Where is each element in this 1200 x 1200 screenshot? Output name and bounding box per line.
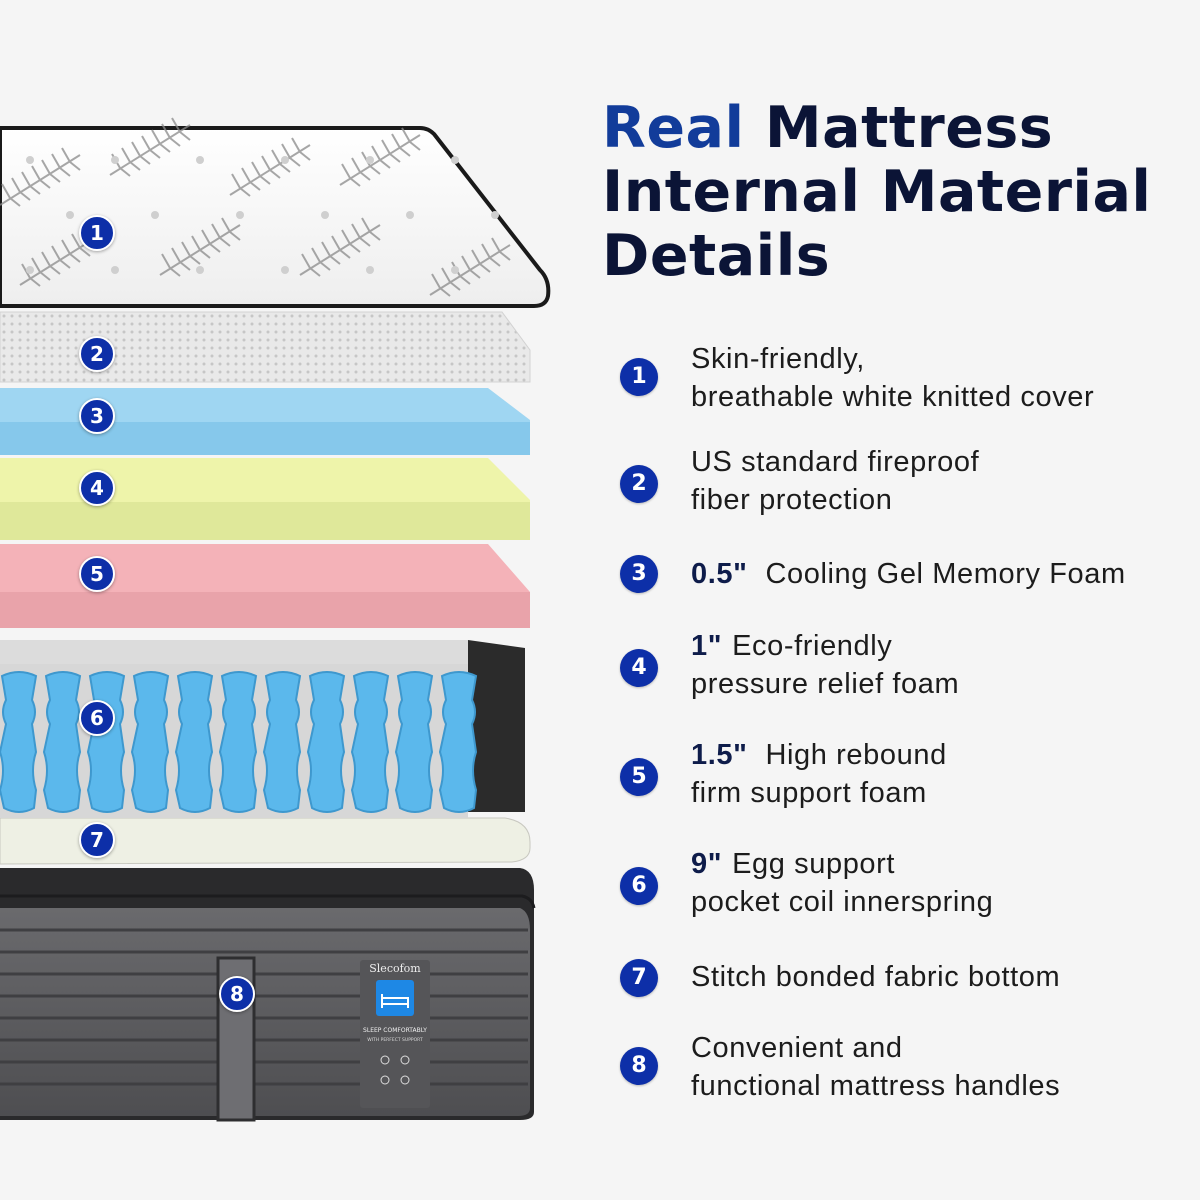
tuft <box>366 156 374 164</box>
feature-number-badge: 6 <box>620 867 658 905</box>
layer-badge-4: 4 <box>79 470 115 506</box>
pocket-coil <box>262 671 302 813</box>
feature-item-6: 6 9" Egg support pocket coil innerspring <box>620 845 1190 925</box>
feature-item-3: 3 0.5" Cooling Gel Memory Foam <box>620 555 1190 635</box>
pocket-coil <box>130 671 170 813</box>
feature-text-line1: Convenient and <box>691 1032 903 1064</box>
feature-text-line1: US standard fireproof <box>691 446 980 478</box>
feature-item-4: 4 1" Eco-friendly pressure relief foam <box>620 627 1190 707</box>
tuft <box>151 211 159 219</box>
feature-thickness: 0.5" <box>691 558 748 590</box>
feature-text-line1: 0.5" Cooling Gel Memory Foam <box>691 555 1126 593</box>
page-title: Real Mattress Internal Material Details <box>602 96 1151 288</box>
feature-text-line1: 1" Eco-friendly <box>691 627 892 665</box>
tuft <box>491 211 499 219</box>
feature-thickness: 9" <box>691 848 723 880</box>
pocket-coil <box>218 671 258 813</box>
feature-text: Eco-friendly <box>732 630 893 662</box>
layer-gel-foam <box>0 388 530 455</box>
tuft <box>451 266 459 274</box>
feature-text-line1: 9" Egg support <box>691 845 895 883</box>
feature-number-badge: 3 <box>620 555 658 593</box>
feature-text-line2: firm support foam <box>691 777 927 809</box>
tuft <box>196 266 204 274</box>
leaf-pattern <box>339 127 421 187</box>
mattress-label: Slecofom SLEEP COMFORTABLY WITH PERFECT … <box>363 962 427 1085</box>
tuft <box>281 266 289 274</box>
pocket-coil <box>174 671 214 813</box>
title-line2: Internal Material <box>602 159 1152 225</box>
feature-text-line2: functional mattress handles <box>691 1070 1061 1102</box>
layer-pocket-coil <box>0 640 525 818</box>
feature-number-badge: 5 <box>620 758 658 796</box>
layer-knitted-cover <box>0 117 551 308</box>
tuft <box>111 156 119 164</box>
tuft <box>66 211 74 219</box>
tuft <box>281 156 289 164</box>
feature-item-5: 5 1.5" High rebound firm support foam <box>620 736 1190 816</box>
feature-number-badge: 8 <box>620 1047 658 1085</box>
tuft <box>111 266 119 274</box>
layer-support-foam <box>0 544 530 628</box>
feature-item-2: 2 US standard fireproof fiber protection <box>620 443 1190 523</box>
pocket-coil <box>350 671 390 813</box>
feature-number-badge: 7 <box>620 959 658 997</box>
layer-badge-3: 3 <box>79 398 115 434</box>
leaf-pattern <box>0 147 81 207</box>
leaf-pattern <box>159 217 241 277</box>
tuft <box>366 266 374 274</box>
feature-text: Egg support <box>732 848 896 880</box>
feature-number-badge: 4 <box>620 649 658 687</box>
label-tag1: SLEEP COMFORTABLY <box>363 1027 427 1034</box>
pocket-coil <box>306 671 346 813</box>
tuft <box>196 156 204 164</box>
layer-badge-7: 7 <box>79 822 115 858</box>
feature-text-line2: pressure relief foam <box>691 668 960 700</box>
feature-number-badge: 2 <box>620 465 658 503</box>
feature-item-8: 8 Convenient and functional mattress han… <box>620 1029 1190 1109</box>
label-brand: Slecofom <box>369 962 421 975</box>
feature-text-line2: breathable white knitted cover <box>691 381 1095 413</box>
feature-text: High rebound <box>765 739 947 771</box>
pocket-coil <box>86 671 126 813</box>
tuft <box>26 266 34 274</box>
feature-text: Cooling Gel Memory Foam <box>765 558 1126 590</box>
feature-thickness: 1.5" <box>691 739 748 771</box>
feature-text-line2: pocket coil innerspring <box>691 886 994 918</box>
layer-eco-foam <box>0 458 530 540</box>
feature-item-7: 7 Stitch bonded fabric bottom <box>620 958 1190 1038</box>
feature-text-line1: Stitch bonded fabric bottom <box>691 961 1061 993</box>
title-accent: Real <box>602 95 745 161</box>
layer-badge-2: 2 <box>79 336 115 372</box>
tuft <box>236 211 244 219</box>
layer-base-handles <box>0 868 536 1122</box>
title-line1-rest: Mattress <box>744 95 1054 161</box>
label-tag2: WITH PERFECT SUPPORT <box>367 1037 423 1043</box>
feature-text-line2: fiber protection <box>691 484 893 516</box>
pocket-coil <box>0 671 38 813</box>
layer-fabric-bottom <box>0 817 531 865</box>
tuft <box>321 211 329 219</box>
layer-fiber <box>0 311 531 383</box>
feature-text-line1: Skin-friendly, <box>691 343 865 375</box>
leaf-pattern <box>299 217 381 277</box>
tuft <box>26 156 34 164</box>
layer-badge-8: 8 <box>219 976 255 1012</box>
layer-badge-1: 1 <box>79 215 115 251</box>
layer-badge-5: 5 <box>79 556 115 592</box>
feature-thickness: 1" <box>691 630 723 662</box>
feature-item-1: 1 Skin-friendly, breathable white knitte… <box>620 340 1190 420</box>
leaf-pattern <box>229 137 311 197</box>
tuft <box>406 211 414 219</box>
feature-text-line1: 1.5" High rebound <box>691 736 947 774</box>
pocket-coil <box>394 671 434 813</box>
pocket-coil <box>438 671 478 813</box>
layer-badge-6: 6 <box>79 700 115 736</box>
tuft <box>451 156 459 164</box>
title-line3: Details <box>602 223 831 289</box>
pocket-coil <box>42 671 82 813</box>
feature-number-badge: 1 <box>620 358 658 396</box>
